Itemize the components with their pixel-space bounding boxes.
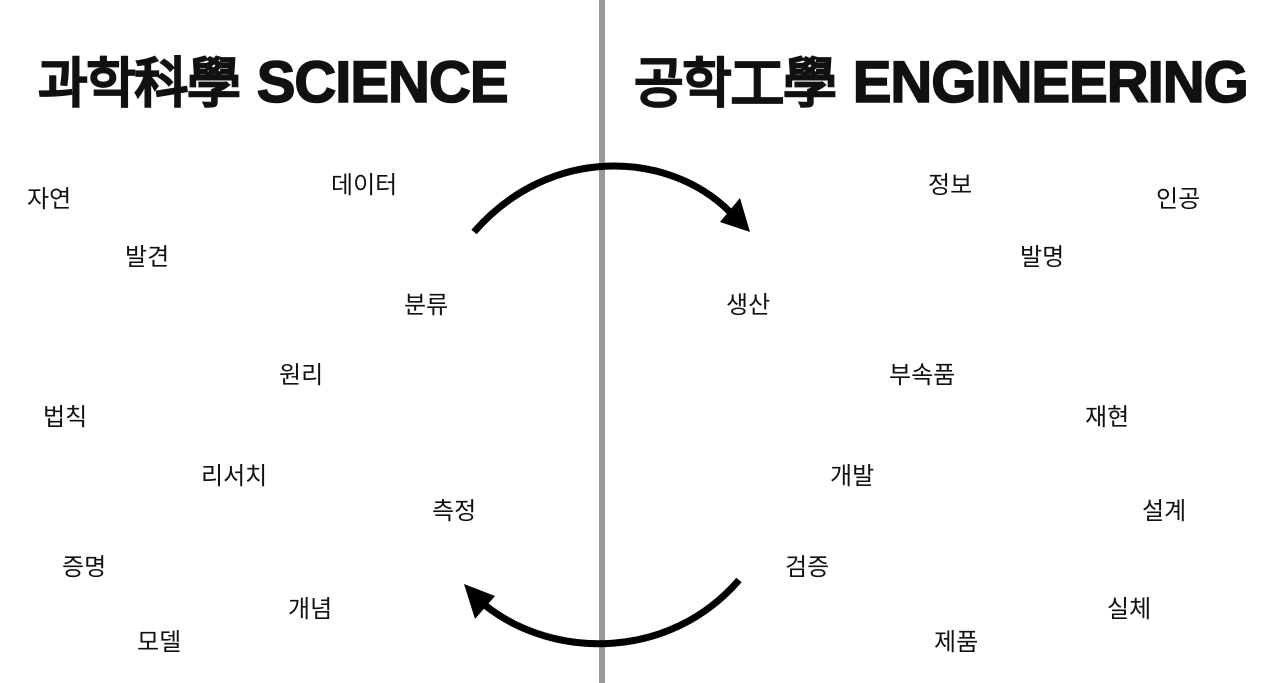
science-word: 분류 [404, 291, 449, 319]
top-arrow-right [471, 162, 750, 235]
science-word: 원리 [279, 361, 324, 389]
science-word: 자연 [27, 185, 72, 213]
engineering-title-korean: 공학工學 [633, 52, 837, 116]
engineering-word: 인공 [1156, 185, 1201, 213]
science-title-english: SCIENCE [256, 49, 509, 116]
engineering-title-english: ENGINEERING [852, 49, 1250, 116]
science-word: 법칙 [43, 403, 88, 431]
engineering-word: 검증 [785, 553, 830, 581]
engineering-word: 제품 [934, 628, 979, 656]
engineering-word: 발명 [1020, 243, 1065, 271]
science-word: 데이터 [331, 171, 398, 199]
engineering-title: 공학工學 ENGINEERING [633, 48, 1250, 118]
engineering-word: 부속품 [889, 361, 956, 389]
science-word: 발견 [125, 243, 170, 271]
science-word: 측정 [432, 497, 477, 525]
science-title-korean: 과학科學 [37, 52, 241, 116]
engineering-word: 개발 [830, 462, 875, 490]
science-word: 리서치 [201, 462, 268, 490]
science-word: 모델 [137, 628, 182, 656]
science-title: 과학科學 SCIENCE [37, 48, 509, 118]
engineering-word: 실체 [1107, 595, 1152, 623]
engineering-word: 재현 [1085, 403, 1130, 431]
engineering-word: 생산 [726, 291, 771, 319]
engineering-word: 설계 [1142, 497, 1187, 525]
science-word: 개념 [288, 595, 333, 623]
engineering-word: 정보 [928, 171, 973, 199]
center-divider [599, 0, 605, 683]
science-word: 증명 [62, 553, 107, 581]
